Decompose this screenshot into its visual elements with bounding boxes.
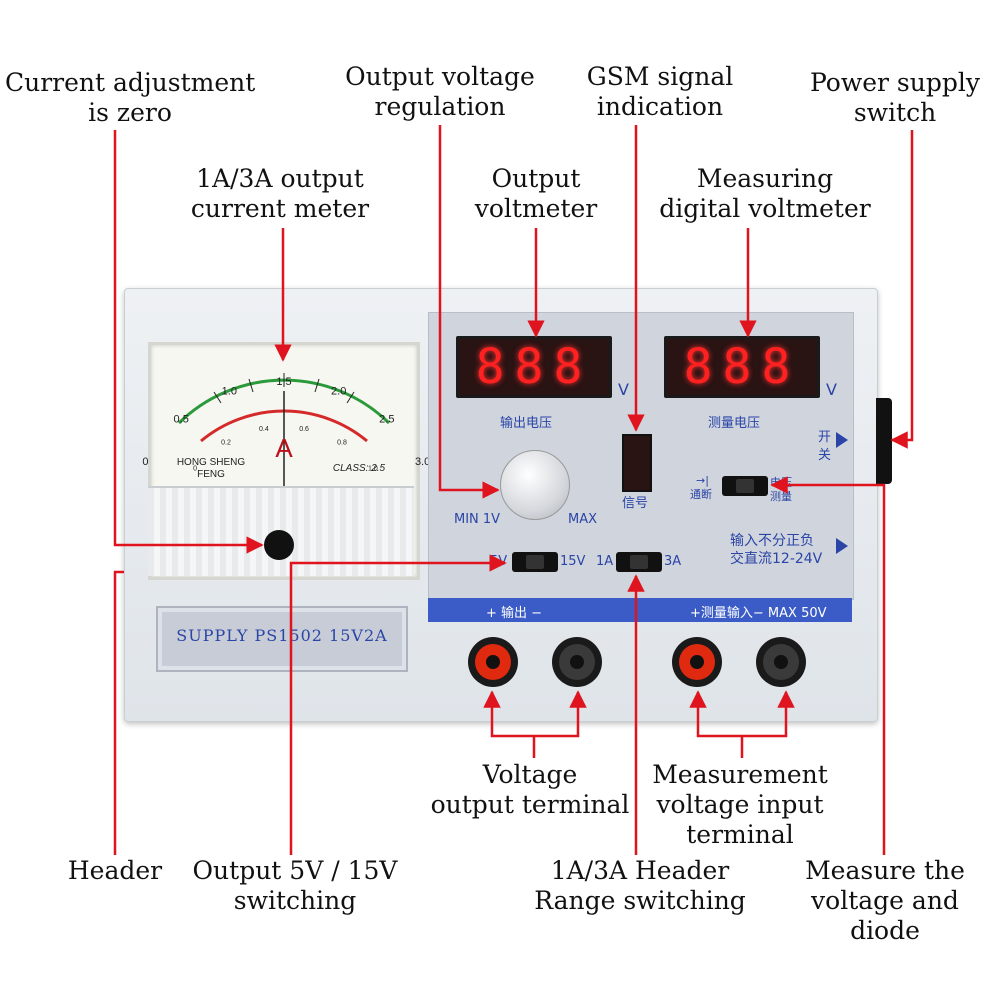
model-plate-text: SUPPLY PS1502 15V2A	[176, 626, 388, 645]
sw-1a-label: 1A	[596, 554, 614, 569]
current-range-switch[interactable]	[616, 552, 662, 572]
power-label-2: 关	[818, 448, 832, 463]
meter-scale-top-label-0: 0	[142, 456, 148, 468]
meter-scale-bottom-label-1: 0.2	[221, 440, 231, 447]
input-note-1: 输入不分正负	[730, 533, 814, 549]
voltage-range-switch[interactable]	[512, 552, 558, 572]
output-voltage-display: 888	[456, 336, 612, 398]
diode-icon: →|	[696, 474, 709, 487]
model-plate: SUPPLY PS1502 15V2A	[156, 606, 408, 672]
output-voltage-unit: V	[618, 380, 629, 399]
input-note-2: 交直流12-24V	[730, 551, 823, 567]
meter-class: CLASS: 2.5	[333, 463, 386, 474]
sw-3a-label: 3A	[664, 554, 682, 569]
meter-brand-1: HONG SHENG	[177, 457, 246, 468]
strip-output-label: + 输出 −	[486, 606, 543, 621]
sw-5v-label: 5V	[490, 554, 508, 569]
meter-scale-bottom-label-3: 0.6	[299, 426, 309, 433]
meter-scale-top-label-3: 1.5	[276, 376, 291, 388]
meter-scale-bottom-label-4: 0.8	[337, 440, 347, 447]
input-arrow-icon	[836, 538, 848, 554]
meter-scale-bottom-label-5: 1.0	[368, 465, 378, 472]
meter-scale-top-label-6: 3.0	[415, 456, 430, 468]
power-label-1: 开	[818, 430, 832, 445]
meter-scale-bottom-label-0: 0	[193, 465, 197, 472]
output-positive-terminal[interactable]	[468, 637, 518, 687]
measure-mode-switch[interactable]	[722, 476, 768, 496]
diode-mode-label: 通断	[690, 488, 712, 501]
knob-max-label: MAX	[568, 512, 598, 527]
knob-min-label: MIN 1V	[454, 512, 501, 527]
meter-scale-bottom-label-2: 0.4	[259, 426, 269, 433]
voltage-mode-label-2: 测量	[770, 490, 792, 503]
meter-brand-2: FENG	[197, 469, 225, 480]
voltage-knob[interactable]	[500, 450, 570, 520]
meter-scale-top-label-4: 2.0	[331, 386, 346, 398]
output-negative-terminal[interactable]	[552, 637, 602, 687]
meter-scale-top-label-5: 2.5	[379, 413, 394, 425]
sw-15v-label: 15V	[560, 554, 586, 569]
power-switch[interactable]	[876, 398, 892, 484]
measure-voltage-display: 888	[664, 336, 820, 398]
callout-header: Header	[67, 856, 163, 885]
measure-positive-terminal[interactable]	[672, 637, 722, 687]
output-voltage-label: 输出电压	[500, 416, 553, 431]
meter-unit: A	[275, 433, 293, 463]
power-arrow-icon	[836, 432, 848, 448]
measure-voltage-label: 测量电压	[708, 416, 761, 431]
meter-scale-top-label-2: 1.0	[222, 386, 237, 398]
strip-measure-label: +测量输入− MAX 50V	[690, 606, 827, 621]
gsm-signal-bar	[622, 434, 652, 492]
meter-scale-top-label-1: 0.5	[174, 413, 189, 425]
measure-voltage-unit: V	[826, 380, 837, 399]
signal-label: 信号	[622, 496, 649, 511]
zero-adjust-screw[interactable]	[264, 530, 294, 560]
measure-negative-terminal[interactable]	[756, 637, 806, 687]
